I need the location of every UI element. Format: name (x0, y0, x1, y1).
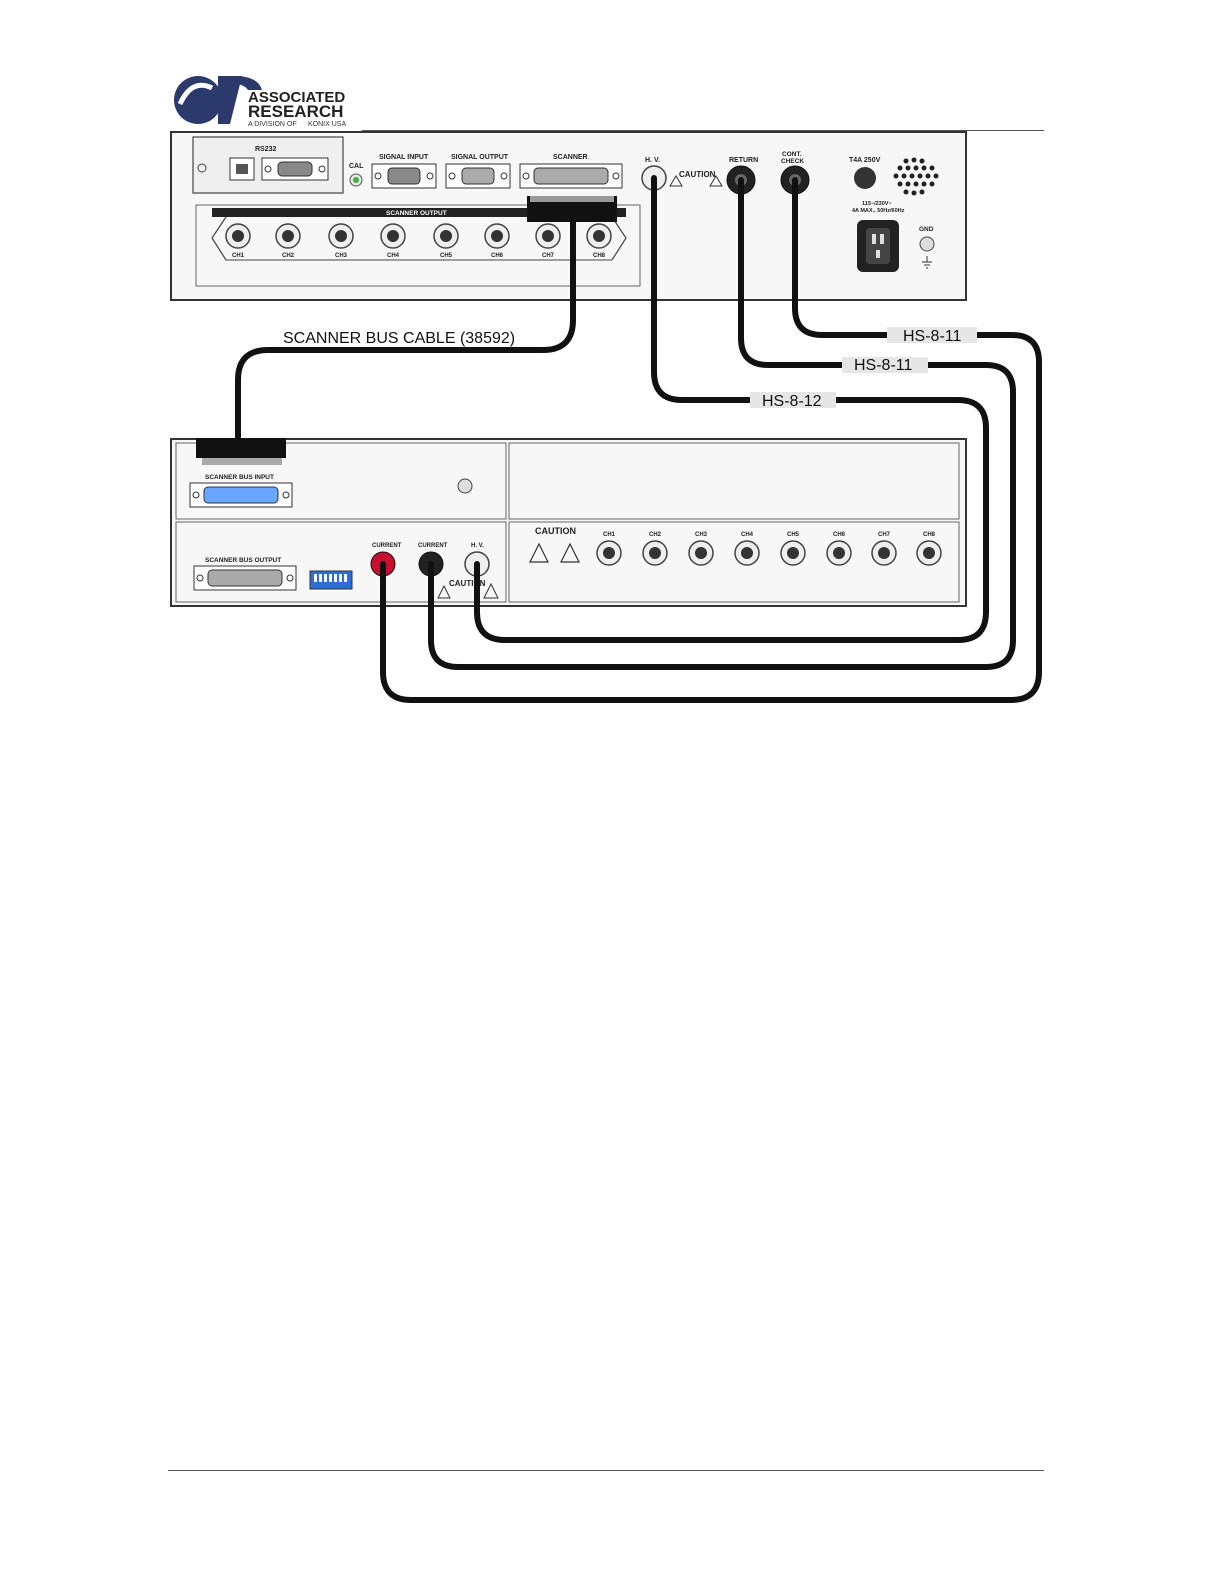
scanner-ch7-label: CH7 (878, 532, 891, 538)
high-voltage-icon (529, 542, 549, 563)
company-logo: ASSOCIATED RESEARCH A DIVISION OF KONIX … (174, 76, 346, 128)
tester-ch2-label: CH2 (282, 253, 295, 259)
cont-check-cable-label: HS-8-11 (903, 328, 961, 345)
logo-line-2: RESEARCH (248, 102, 343, 121)
fuse-label: T4A 250V (849, 157, 881, 164)
scanner-ch4-label: CH4 (741, 532, 754, 538)
header-rule (362, 130, 1044, 131)
tester-ch7-label: CH7 (542, 253, 555, 259)
scanner-ch6-label: CH6 (833, 532, 846, 538)
power-rating-2: 4A MAX., 50Hz/60Hz (852, 208, 905, 214)
cont-check-cable (380, 177, 1042, 703)
scanner-bus-input-label: SCANNER BUS INPUT (205, 474, 274, 481)
signal-input-label: SIGNAL INPUT (379, 154, 429, 161)
scanner-ch8-label: CH8 (923, 532, 936, 538)
current-black-label: CURRENT (418, 543, 448, 549)
tester-ch8-label: CH8 (593, 253, 606, 259)
logo-line-1: ASSOCIATED (248, 89, 345, 106)
logo-line-3: A DIVISION OF (248, 121, 297, 128)
current-red-label: CURRENT (372, 543, 402, 549)
scanner-channel-jacks (596, 540, 942, 566)
tester-ch4-label: CH4 (387, 253, 400, 259)
scanner-ch1-label: CH1 (603, 532, 616, 538)
scanner-bus-plug-bottom (196, 438, 286, 458)
logo-mark-icon (174, 76, 262, 124)
tester-channel-jacks (225, 223, 612, 249)
scanner-caution-small-label: CAUTION (449, 579, 486, 588)
scanner-ch5-label: CH5 (787, 532, 800, 538)
scanner-label: SCANNER (553, 154, 588, 161)
tester-ch5-label: CH5 (440, 253, 453, 259)
scanner-caution-label: CAUTION (535, 526, 576, 536)
return-cable-label: HS-8-11 (854, 357, 912, 374)
cal-label: CAL (349, 163, 364, 170)
tester-rear-panel: RS232 CAL SIGNAL INPUT SIGNAL OUTPUT SCA… (170, 131, 967, 301)
gnd-label: GND (919, 226, 934, 233)
scanner-screw (457, 478, 473, 494)
hv-label: H. V. (645, 157, 660, 164)
scanner-bus-cable (235, 215, 576, 443)
warning-icon (483, 582, 499, 599)
scanner-output-label: SCANNER OUTPUT (386, 210, 447, 217)
warning-icon (437, 584, 451, 599)
gnd-terminal (919, 236, 935, 252)
scanner-ch2-label: CH2 (649, 532, 662, 538)
rs232-label: RS232 (255, 146, 277, 153)
warning-icon (709, 175, 723, 187)
signal-output-label: SIGNAL OUTPUT (451, 154, 509, 161)
tester-caution-label: CAUTION (679, 170, 716, 179)
hv-cable (474, 175, 989, 643)
footer-rule (168, 1470, 1044, 1471)
scanner-output-bar (212, 208, 626, 217)
logo-line-4: KONIX USA (308, 121, 346, 128)
cont-check-label-2: CHECK (781, 158, 804, 165)
hv-cable-label: HS-8-12 (762, 393, 822, 410)
fuse-holder (854, 167, 876, 189)
tester-ch6-label: CH6 (491, 253, 504, 259)
cont-check-label-1: CONT. (782, 151, 802, 158)
return-cable (428, 177, 1016, 670)
scanner-hv-label: H. V. (471, 543, 484, 549)
scanner-bus-cable-label: SCANNER BUS CABLE (38592) (283, 330, 515, 347)
warning-icon (669, 175, 683, 187)
return-label: RETURN (729, 157, 758, 164)
ground-icon (922, 256, 932, 269)
scanner-ch3-label: CH3 (695, 532, 708, 538)
scanner-rear-panel: SCANNER BUS INPUT SCANNER BUS OUTPUT CUR… (170, 438, 967, 607)
tester-ch3-label: CH3 (335, 253, 348, 259)
scanner-bus-output-label: SCANNER BUS OUTPUT (205, 557, 281, 564)
warning-icon (560, 542, 580, 563)
tester-ch1-label: CH1 (232, 253, 245, 259)
power-rating-1: 115~/230V~ (862, 201, 892, 207)
fan-grille-icon (893, 157, 939, 196)
